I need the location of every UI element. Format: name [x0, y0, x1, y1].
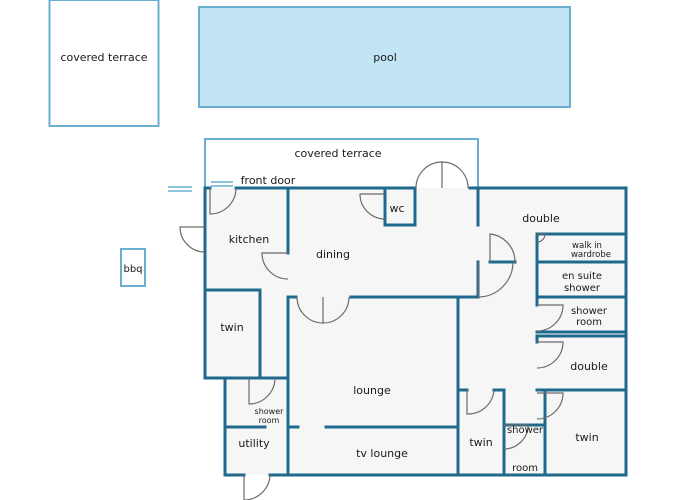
- wc-label: wc: [389, 202, 404, 215]
- lounge-label: lounge: [353, 384, 391, 397]
- shower-room-door: [536, 304, 564, 332]
- covered-terrace-top: [204, 138, 479, 188]
- kitchen-side-door: [179, 226, 206, 253]
- twin-right-door: [536, 392, 564, 420]
- dining-label: dining: [316, 248, 350, 261]
- shower-room-2-label-1: shower: [255, 407, 285, 416]
- shower-room-1-label-2: room: [576, 317, 602, 328]
- en-suite-label-1: en suite: [562, 271, 602, 282]
- en-suite-label-2: shower: [564, 283, 601, 294]
- double-mid-door: [536, 341, 564, 369]
- walk-in-label-2: wardrobe: [571, 250, 611, 260]
- utility-label: utility: [238, 437, 270, 450]
- twin-bottom-label: twin: [469, 436, 492, 449]
- dining-corridor-door: [477, 261, 514, 298]
- pool-label: pool: [373, 51, 397, 64]
- wc-door: [359, 193, 386, 220]
- covered-terrace-left: [48, 0, 160, 127]
- terrace-double-door: [415, 161, 469, 189]
- front-door-swing: [209, 187, 237, 215]
- covered-terrace-left-label: covered terrace: [60, 51, 147, 64]
- walk-in-label-1: walk in: [572, 241, 602, 251]
- room-labels: covered terrace pool covered terrace fro…: [60, 51, 611, 474]
- covered-terrace-top-label: covered terrace: [294, 147, 381, 160]
- bbq-box: [120, 248, 146, 287]
- tv-lounge-label: tv lounge: [356, 447, 408, 460]
- walls: [203, 186, 628, 477]
- double-mid-label: double: [570, 360, 608, 373]
- shower-room-2-label-2: room: [259, 416, 280, 425]
- pool: [198, 6, 571, 108]
- utility-shower-door: [248, 377, 276, 405]
- house-floor: [205, 188, 626, 475]
- utility-outside-door: [243, 474, 271, 500]
- kitchen-dining-door: [261, 252, 289, 280]
- shower-room-3-label-2: room: [512, 463, 538, 474]
- dining-lounge-double-door: [296, 296, 350, 324]
- front-door-label: front door: [241, 174, 296, 187]
- twin-bottom-door: [466, 389, 495, 415]
- twin-left-label: twin: [220, 321, 243, 334]
- double-bedroom-door: [489, 233, 516, 263]
- shower-bottom-door: [503, 424, 529, 450]
- wardrobe-door: [536, 233, 546, 243]
- double-top-label: double: [522, 212, 560, 225]
- kitchen-label: kitchen: [229, 233, 270, 246]
- shower-room-1-label-1: shower: [571, 306, 608, 317]
- doors: [179, 161, 564, 500]
- bbq-label: bbq: [123, 264, 142, 275]
- entrance-steps: [168, 181, 233, 192]
- twin-right-label: twin: [575, 431, 598, 444]
- shower-room-3-label-1: shower: [507, 425, 544, 436]
